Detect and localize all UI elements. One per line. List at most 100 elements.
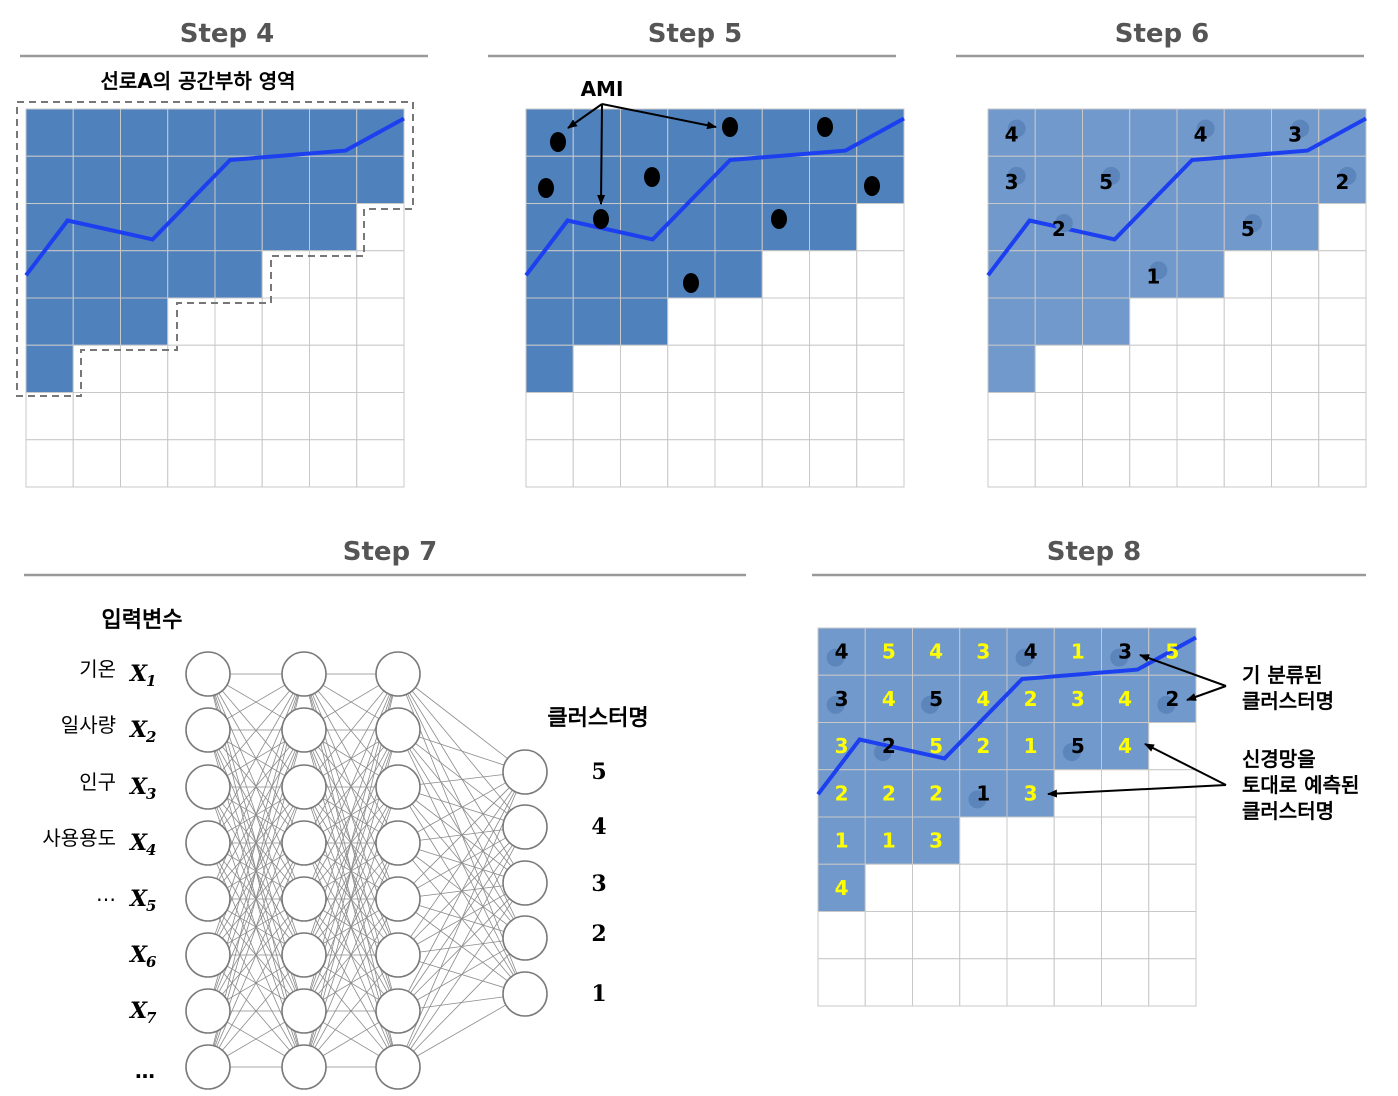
nn-edge xyxy=(303,842,399,1068)
grid-cell xyxy=(809,250,858,299)
grid-cell xyxy=(1148,769,1197,818)
load-cell xyxy=(120,108,169,157)
nn-node xyxy=(185,820,231,866)
grid-cell xyxy=(214,344,263,393)
grid-cell xyxy=(356,297,405,346)
ami-faint-dot xyxy=(1243,214,1262,233)
region-label: 선로A의 공간부하 영역 xyxy=(100,69,295,93)
grid-cell xyxy=(356,439,405,488)
load-cell xyxy=(1176,155,1225,204)
ami-meter-dot xyxy=(644,167,660,187)
load-cell xyxy=(72,250,121,299)
grid-cell xyxy=(620,439,669,488)
load-cell xyxy=(214,203,263,252)
ami-faint-dot xyxy=(1291,119,1310,138)
predicted-cluster-label: 1 xyxy=(1024,734,1038,758)
predicted-cluster-label: 2 xyxy=(835,781,849,805)
nn-node xyxy=(375,820,421,866)
predicted-cluster-label: 1 xyxy=(882,829,896,853)
step5-grid xyxy=(525,108,905,488)
nn-node xyxy=(185,1044,231,1090)
load-cell xyxy=(120,203,169,252)
grid-cell xyxy=(1318,203,1367,252)
nn-edge xyxy=(397,993,526,1068)
classified-cluster-label: 4 xyxy=(835,640,849,664)
load-cell xyxy=(572,297,621,346)
classified-cluster-label: 5 xyxy=(929,687,943,711)
annotation-arrow xyxy=(1047,784,1227,798)
predicted-cluster-label: 4 xyxy=(1118,687,1132,711)
ami-faint-dot xyxy=(1149,261,1168,280)
grid-cell xyxy=(1176,392,1225,441)
classified-cluster-label: 4 xyxy=(1024,640,1038,664)
nn-node xyxy=(185,932,231,978)
load-cell xyxy=(1006,722,1055,771)
grid-cell xyxy=(1223,297,1272,346)
input-subscript: 1 xyxy=(146,672,156,690)
load-cell xyxy=(72,108,121,157)
input-variable-name: 기온 xyxy=(79,657,116,681)
load-cell xyxy=(167,250,216,299)
annotation-classified-line2: 클러스터명 xyxy=(1242,689,1334,713)
cluster-label: 5 xyxy=(1241,217,1255,241)
grid-cell xyxy=(987,439,1036,488)
grid-cell xyxy=(856,203,905,252)
load-cell xyxy=(25,344,74,393)
grid-cell xyxy=(1318,344,1367,393)
cluster-label: 2 xyxy=(1052,217,1066,241)
grid-cell xyxy=(1318,297,1367,346)
predicted-cluster-label: 5 xyxy=(929,734,943,758)
classified-markers xyxy=(826,648,1176,809)
grid-cell xyxy=(120,439,169,488)
output-cluster-label: 5 xyxy=(591,759,606,785)
grid-cell xyxy=(1271,439,1320,488)
classified-cluster-label: 3 xyxy=(835,687,849,711)
input-subscript: 7 xyxy=(146,1009,157,1027)
output-heading: 클러스터명 xyxy=(547,706,648,731)
grid-cell xyxy=(1271,392,1320,441)
grid-cell xyxy=(1129,297,1178,346)
load-cell xyxy=(1006,674,1055,723)
input-symbol: X xyxy=(128,942,148,968)
grid-cell xyxy=(1148,911,1197,960)
nn-edge xyxy=(397,771,526,1012)
classified-cluster-label: 5 xyxy=(1071,734,1085,758)
load-cell xyxy=(1176,203,1225,252)
grid-cell xyxy=(1148,816,1197,865)
load-cell xyxy=(309,203,358,252)
grid-cell xyxy=(214,392,263,441)
grid-cell xyxy=(261,250,310,299)
load-cell xyxy=(167,203,216,252)
grid-cell xyxy=(1006,958,1055,1007)
nn-node xyxy=(375,932,421,978)
load-cell xyxy=(809,203,858,252)
nn-edge xyxy=(397,771,526,844)
input-variable-name: … xyxy=(96,882,116,906)
grid-cell xyxy=(1318,250,1367,299)
load-cell xyxy=(356,155,405,204)
predicted-cluster-label: 4 xyxy=(882,687,896,711)
load-cell xyxy=(261,108,310,157)
load-cell xyxy=(620,203,669,252)
grid-cell xyxy=(809,297,858,346)
classified-dot xyxy=(1110,648,1129,667)
ami-faint-dot xyxy=(1007,166,1026,185)
ami-label: AMI xyxy=(581,77,624,101)
load-cell xyxy=(817,863,866,912)
grid-cell xyxy=(1129,439,1178,488)
predicted-cluster-label: 4 xyxy=(835,876,849,900)
load-cell xyxy=(864,674,913,723)
grid-cell xyxy=(714,297,763,346)
grid-cell xyxy=(309,250,358,299)
load-cell xyxy=(856,155,905,204)
grid-cell xyxy=(987,392,1036,441)
grid-cell xyxy=(864,958,913,1007)
load-cell xyxy=(25,155,74,204)
ami-meter-dot xyxy=(722,117,738,137)
grid-cell xyxy=(356,392,405,441)
load-cell xyxy=(120,297,169,346)
